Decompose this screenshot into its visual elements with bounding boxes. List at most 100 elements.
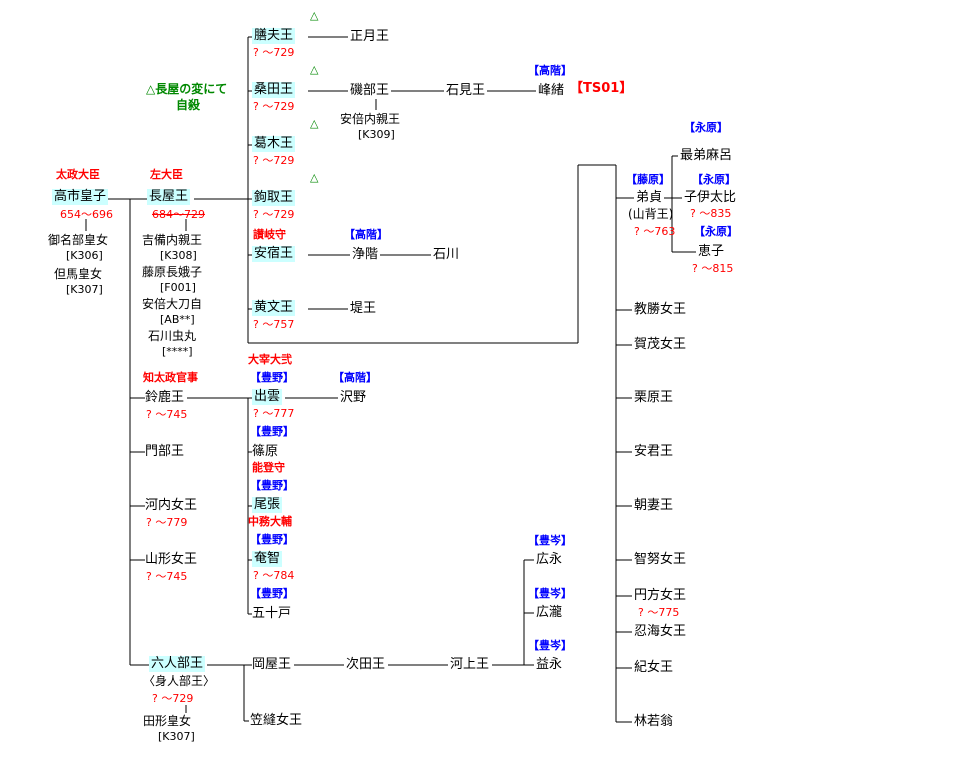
kadobe-name: 門部王 [145,444,185,459]
isobe-consort-name: 安倍内親王 [340,112,401,126]
asazuma-name: 朝妻王 [634,498,674,513]
madokata-dates: ? ～775 [638,606,680,619]
amachi-name: 奄智 [252,551,283,567]
suicide-triangle-icon: △ [310,171,319,184]
kawachi-name: 河内女王 [145,498,198,513]
shinohara-name: 篠原 [252,444,279,459]
kibumi-name: 黄文王 [252,300,296,316]
tsugita-name: 次田王 [346,657,386,672]
koitahi-clan: 【永原】 [692,173,736,186]
kasanui-name: 笠縫女王 [250,713,303,728]
owari-clan: 【豊野】 [250,479,294,492]
mutobe-alias: 〈身人部王〉 [143,674,216,688]
isobe-consort-ref: [K309] [358,128,395,141]
takechi-consort-name: 御名部皇女 [48,233,109,247]
katsuragi-name: 葛木王 [252,136,296,152]
hironaga-clan: 【豊岑】 [528,534,572,547]
takechi-consort-ref: [K307] [66,283,103,296]
amachi-dates: ? ～784 [253,569,295,582]
izumo-dates: ? ～777 [253,407,295,420]
nagaya-consort-name: 安倍大刀自 [142,297,203,311]
otosada-alias: (山背王) [628,207,674,221]
hironaga-name: 広永 [536,552,563,567]
jokai-name: 浄階 [352,247,379,262]
keishi-clan: 【永原】 [694,225,738,238]
mutobe-name: 六人部王 [149,656,206,672]
takechi-title: 太政大臣 [56,168,100,181]
hirotaki-clan: 【豊岑】 [528,587,572,600]
kawachi-dates: ? ～779 [146,516,188,529]
takechi-consort-ref: [K306] [66,249,103,262]
kagitori-name: 鉤取王 [252,190,296,206]
izumo-clan: 【豊野】 [250,371,294,384]
takechi-name: 高市皇子 [52,189,109,205]
koitahi-name: 子伊太比 [684,190,737,205]
amachi-title: 中務大輔 [248,515,292,528]
suicide-triangle-icon: △ [310,117,319,130]
masunaga-clan: 【豊岑】 [528,639,572,652]
nagaya-consort-name: 石川虫丸 [148,329,197,343]
otosada-name: 弟貞 [636,190,663,205]
izumo-name: 出雲 [252,389,283,405]
yamagata-dates: ? ～745 [146,570,188,583]
masunaga-name: 益永 [536,657,563,672]
suzuka-title: 知太政官事 [143,371,198,384]
kuwata-dates: ? ～729 [253,100,295,113]
okaya-name: 岡屋王 [252,657,292,672]
otosada-dates: ? ～763 [634,225,676,238]
nagaya-consort-ref: [AB**] [160,313,195,326]
nagaya-title: 左大臣 [150,168,183,181]
isohe-clan: 【豊野】 [250,587,294,600]
nagaya-dates: 684～729 [152,208,205,221]
izumo-title: 大宰大弐 [248,353,292,366]
incident-note-line2: 自殺 [176,98,201,112]
mineo-name: 峰緒 [538,83,565,98]
shinohara-clan: 【豊野】 [250,425,294,438]
kuwata-name: 桑田王 [252,82,296,98]
nagaya-consort-ref: [****] [162,345,193,358]
owari-name: 尾張 [252,497,283,513]
takechi-dates: 654～696 [60,208,113,221]
hirotaki-name: 広瀧 [536,605,563,620]
tsutsumi-name: 堤王 [350,301,377,316]
mineo-chart-ref: 【TS01】 [570,81,633,96]
isohe-name: 五十戸 [252,606,292,621]
incident-note-line1: △長屋の変にて [146,82,228,96]
oshinumi-name: 忍海女王 [634,624,687,639]
nagaya-consort-name: 藤原長娥子 [142,265,203,279]
kagitori-dates: ? ～729 [253,208,295,221]
yamagata-name: 山形女王 [145,552,198,567]
rinjakuo-name: 林若翁 [634,714,674,729]
asukabe-name: 安宿王 [252,246,296,262]
kino-name: 紀女王 [634,660,674,675]
suicide-triangle-icon: △ [310,9,319,22]
isobe-name: 磯部王 [350,83,390,98]
saiotomaro-name: 最弟麻呂 [680,148,733,163]
suicide-triangle-icon: △ [310,63,319,76]
mutobe-consort-name: 田形皇女 [143,714,192,728]
shogatsu-name: 正月王 [350,29,390,44]
kawakami-name: 河上王 [450,657,490,672]
yasugimi-name: 安君王 [634,444,674,459]
nagaya-name: 長屋王 [147,189,191,205]
otosada-clan: 【藤原】 [626,173,670,186]
kurihara-name: 栗原王 [634,390,674,405]
koitahi-dates: ? ～835 [690,207,732,220]
suzuka-name: 鈴鹿王 [145,390,185,405]
owari-title: 能登守 [252,461,285,474]
chinu-name: 智努女王 [634,552,687,567]
jokai-clan: 【高階】 [344,228,388,241]
kashiwade-dates: ? ～729 [253,46,295,59]
nagaya-consort-name: 吉備内親王 [142,233,203,247]
mutobe-dates: ? ～729 [152,692,194,705]
kamo-name: 賀茂女王 [634,337,687,352]
iwami-name: 石見王 [446,83,486,98]
kashiwade-name: 膳夫王 [252,28,296,44]
asukabe-title: 讃岐守 [253,228,286,241]
takechi-consort-name: 但馬皇女 [54,267,103,281]
mineo-clan: 【高階】 [528,64,572,77]
kyosho-name: 教勝女王 [634,302,687,317]
sawano-name: 沢野 [340,390,367,405]
suzuka-dates: ? ～745 [146,408,188,421]
madokata-name: 円方女王 [634,588,687,603]
